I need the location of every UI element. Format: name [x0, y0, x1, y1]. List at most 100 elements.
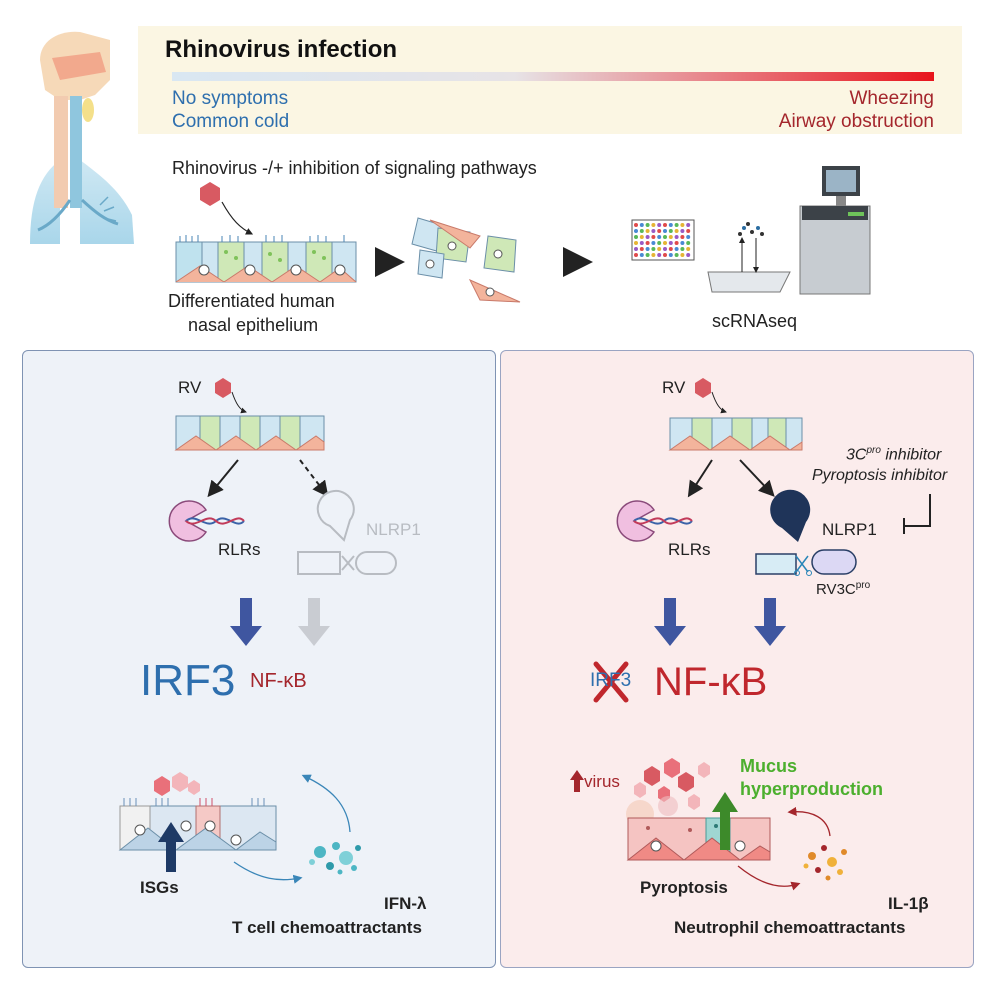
right-epithelium: [668, 378, 803, 451]
pyroptosis-label: Pyroptosis: [640, 878, 728, 897]
plate-well: [663, 247, 667, 251]
airway-anatomy-illustration: [30, 31, 134, 244]
workflow-caption: Rhinovirus -/+ inhibition of signaling p…: [172, 158, 537, 178]
epithelium-label-line1: Differentiated human: [168, 291, 335, 311]
right-nfkb-label: NF-κB: [654, 660, 768, 704]
plate-well: [663, 229, 667, 233]
plate-well: [680, 253, 685, 257]
severity-gradient-bar: [172, 72, 934, 81]
right-rlrs-label: RLRs: [668, 540, 711, 559]
plate-well: [657, 235, 662, 239]
plate-well: [634, 241, 638, 245]
plate-well: [680, 241, 685, 245]
severity-right-line1: Wheezing: [849, 88, 935, 109]
irf3-blocked-x-icon: [593, 661, 629, 703]
left-irf3-label: IRF3: [140, 656, 236, 705]
plate-well: [651, 223, 656, 227]
right-secretion-arrow: [737, 865, 801, 891]
plate-well: [645, 247, 650, 251]
plate-well: [674, 253, 679, 257]
left-feedback-arrow: [301, 774, 351, 833]
right-virus-label: RV: [662, 378, 686, 397]
inhibitor-line1: 3Cpro inhibitor: [846, 445, 941, 464]
plate-well: [686, 235, 691, 239]
plate-well: [645, 253, 650, 257]
plate-well: [680, 235, 685, 239]
sequencer-illustration: [799, 166, 871, 295]
severity-right-line2: Airway obstruction: [778, 111, 934, 132]
plate-well: [657, 241, 662, 245]
left-rlrs-label: RLRs: [218, 540, 261, 559]
plate-well: [674, 247, 679, 251]
plate-well: [651, 241, 656, 245]
t-cell-chemoattractants-label: T cell chemoattractants: [232, 918, 422, 937]
severity-left-line2: Common cold: [172, 111, 290, 132]
ifn-lambda-particles-icon: [309, 842, 361, 875]
dissociated-cells-illustration: [411, 217, 521, 303]
plate-well: [651, 253, 656, 257]
il1b-particles-icon: [803, 845, 847, 881]
plate-well: [639, 241, 644, 245]
plate-well: [663, 253, 667, 257]
inhibitor-tail-text: inhibitor: [880, 446, 942, 464]
plate-well: [657, 253, 662, 257]
rv3c-sup: pro: [855, 580, 871, 591]
plate-well: [657, 247, 662, 251]
epithelium-label-line2: nasal epithelium: [188, 315, 319, 335]
plate-well: [639, 223, 644, 227]
right-nlrp1-label: NLRP1: [822, 520, 877, 539]
plate-well: [639, 247, 644, 251]
plate-well: [634, 223, 638, 227]
plate-well: [645, 235, 650, 239]
nasal-epithelium-illustration: [175, 182, 357, 283]
plate-well: [634, 229, 638, 233]
mucus-up-arrow-icon: [712, 792, 738, 850]
plate-well: [674, 229, 679, 233]
left-epithelium: [174, 378, 325, 451]
right-panel: [500, 350, 974, 968]
plate-well: [686, 229, 691, 233]
plate-well: [651, 235, 656, 239]
plate-well: [651, 247, 656, 251]
plate-well: [657, 223, 662, 227]
microfluidic-chip-illustration: [707, 222, 791, 293]
right-nlrp1-active-icon: [755, 489, 857, 576]
plate-well: [663, 223, 667, 227]
plate-well: [645, 229, 650, 233]
plate-well: [645, 241, 650, 245]
plate-well: [674, 241, 679, 245]
mucus-label-line2: hyperproduction: [740, 779, 883, 799]
severity-left-line1: No symptoms: [172, 88, 289, 109]
left-virus-label: RV: [178, 378, 202, 397]
right-blue-arrow-irf3: [654, 598, 686, 646]
right-irf3-label: IRF3: [590, 670, 632, 691]
left-panel: [22, 350, 496, 968]
plate-well: [651, 229, 656, 233]
left-nlrp1-inactive-icon: [297, 490, 397, 575]
right-rlr-receptor-icon: [616, 500, 693, 542]
plate-well: [663, 235, 667, 239]
isgs-up-arrow: [158, 822, 184, 872]
mucus-label-line1: Mucus: [740, 756, 798, 776]
right-virus-cluster: [634, 758, 710, 810]
plate-well: [639, 235, 644, 239]
plate-well: [634, 253, 638, 257]
plate-well: [686, 247, 691, 251]
virus-increase-label: virus: [584, 772, 620, 791]
ifn-lambda-label: IFN-λ: [384, 894, 427, 913]
plate-well: [674, 223, 679, 227]
left-blue-arrow-irf3: [230, 598, 262, 646]
left-rlr-receptor-icon: [168, 500, 245, 542]
left-nlrp1-label: NLRP1: [366, 520, 421, 539]
plate-well: [686, 253, 691, 257]
left-arrow-to-rlrs: [207, 459, 239, 498]
inhibitor-pro-sup: pro: [866, 445, 881, 456]
plate-well: [680, 229, 685, 233]
isgs-label: ISGs: [140, 878, 179, 897]
plate-well: [686, 241, 691, 245]
plate-well: [668, 241, 673, 245]
right-arrow-to-nlrp1: [739, 459, 775, 497]
right-feedback-arrow: [787, 806, 831, 837]
plate-well: [668, 235, 673, 239]
